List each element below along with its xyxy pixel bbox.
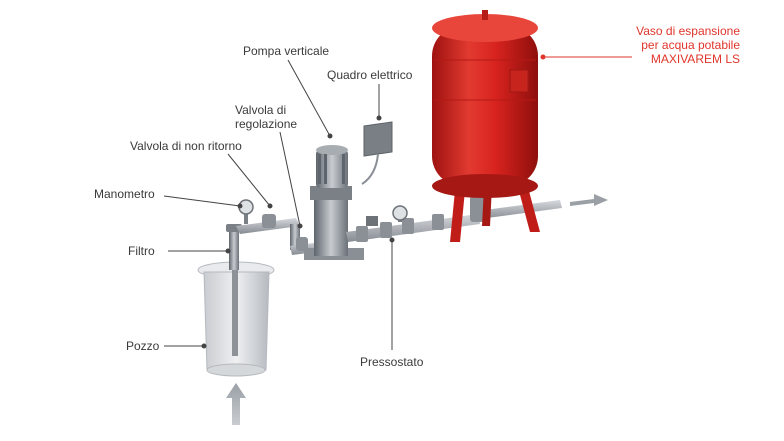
leader-lines	[163, 54, 632, 350]
label-valvola-regolazione-line1: Valvola di	[235, 103, 287, 117]
label-valvola-non-ritorno: Valvola di non ritorno	[130, 139, 242, 153]
suction-manometer	[238, 199, 254, 224]
outlet-arrow	[570, 194, 608, 206]
label-vaso-line1: Vaso di espansione	[636, 24, 740, 38]
label-valvola-regolazione: Valvola di regolazione	[235, 103, 297, 131]
label-vaso-line2: per acqua potabile	[641, 38, 740, 52]
label-filtro: Filtro	[128, 244, 155, 258]
expansion-tank	[432, 10, 540, 242]
label-manometro: Manometro	[94, 187, 155, 201]
label-valvola-regolazione-line2: regolazione	[235, 117, 298, 131]
label-vaso-espansione: Vaso di espansione per acqua potabile MA…	[600, 24, 740, 66]
label-pompa-verticale: Pompa verticale	[243, 44, 330, 58]
inlet-arrow	[226, 383, 246, 425]
label-vaso-line3: MAXIVAREM LS	[650, 52, 740, 66]
label-quadro-elettrico: Quadro elettrico	[327, 68, 413, 82]
label-pozzo: Pozzo	[126, 339, 160, 353]
delivery-pipe	[346, 196, 562, 242]
suction-valves	[262, 214, 308, 251]
vertical-pump	[304, 145, 364, 260]
well	[197, 258, 275, 377]
label-pressostato: Pressostato	[360, 355, 424, 369]
electric-panel	[361, 121, 393, 185]
